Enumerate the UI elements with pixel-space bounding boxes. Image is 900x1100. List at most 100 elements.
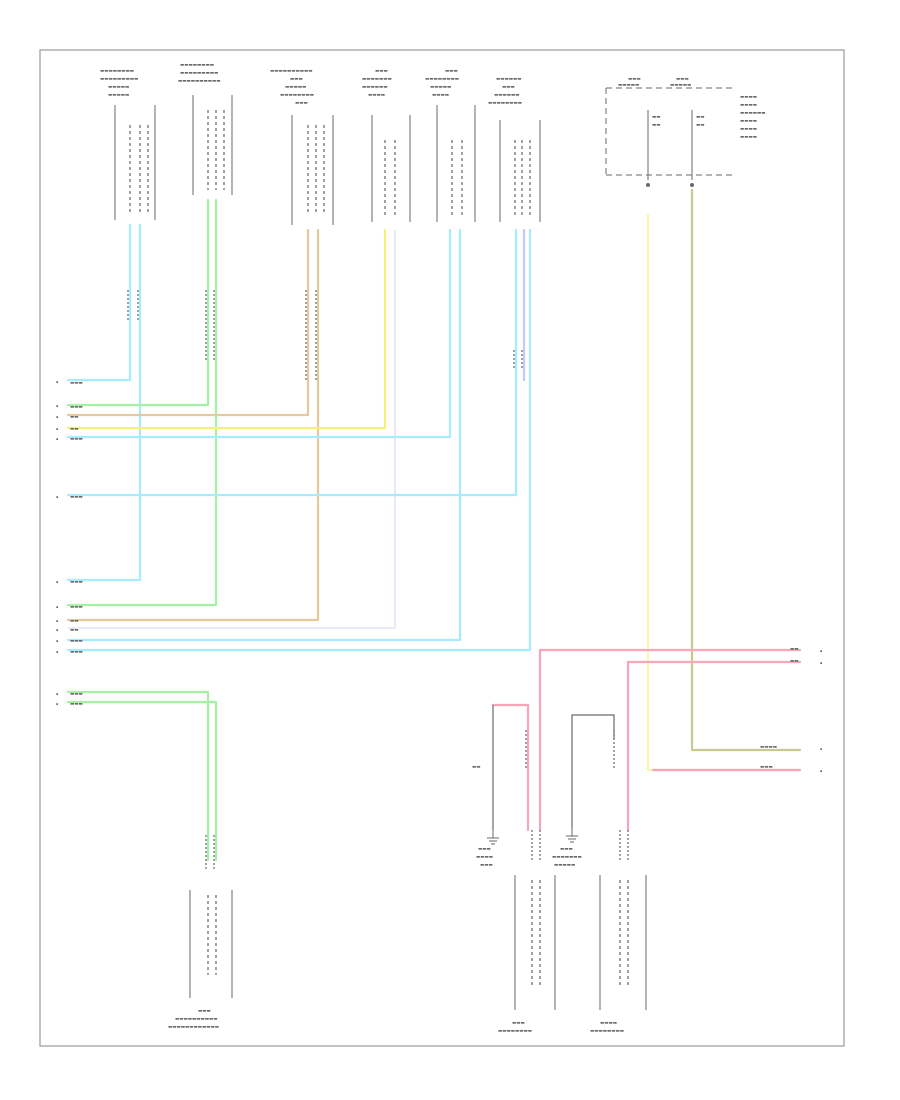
wire-comp2-b <box>66 198 218 607</box>
svg-text:▬▬▬: ▬▬▬ <box>478 847 491 852</box>
wire-dark-loop <box>571 714 615 828</box>
inline-connectors <box>127 290 629 870</box>
svg-text:▬▬▬▬▬▬▬▬: ▬▬▬▬▬▬▬▬ <box>488 101 522 106</box>
svg-text:▬▬▬▬: ▬▬▬▬ <box>740 95 757 100</box>
right-wire-labels: ▬▬ ▪ ▬▬ ▪ ▬▬▬▬ ▪ ▬▬▬ ▪ <box>760 647 823 773</box>
svg-text:▬▬: ▬▬ <box>472 765 481 770</box>
wire-comp6-a <box>66 228 518 497</box>
svg-text:▬▬: ▬▬ <box>790 647 799 652</box>
svg-text:▬▬▬: ▬▬▬ <box>560 847 573 852</box>
svg-text:▬▬▬: ▬▬▬ <box>512 1021 525 1026</box>
component-6: ▬▬▬▬▬▬ ▬▬▬ ▬▬▬▬▬▬ ▬▬▬▬▬▬▬▬ <box>488 77 541 222</box>
svg-text:▬▬▬▬▬▬▬: ▬▬▬▬▬▬▬ <box>362 77 392 82</box>
svg-text:▬▬▬▬: ▬▬▬▬ <box>432 93 449 98</box>
svg-text:▪: ▪ <box>820 747 823 751</box>
wire-pink-a <box>538 648 802 832</box>
svg-text:▪: ▪ <box>56 380 59 384</box>
top-components: ▬▬▬▬▬▬▬▬ ▬▬▬▬▬▬▬▬▬ ▬▬▬▬▬ ▬▬▬▬▬ ▬▬▬▬▬▬▬▬ … <box>100 63 766 225</box>
svg-text:▬▬▬: ▬▬▬ <box>760 765 773 770</box>
svg-text:▬▬▬: ▬▬▬ <box>70 381 83 386</box>
svg-text:▬▬▬▬▬▬▬▬▬: ▬▬▬▬▬▬▬▬▬ <box>100 77 138 82</box>
svg-text:▬▬▬: ▬▬▬ <box>198 1009 211 1014</box>
svg-text:▬▬▬: ▬▬▬ <box>375 69 388 74</box>
svg-text:▬▬▬▬▬▬▬▬▬: ▬▬▬▬▬▬▬▬▬ <box>180 71 218 76</box>
svg-text:▬▬: ▬▬ <box>790 659 799 664</box>
wire-comp4-b <box>68 230 396 629</box>
wire-comp5-b <box>66 228 462 642</box>
svg-text:▪: ▪ <box>56 605 59 609</box>
svg-text:▪: ▪ <box>56 702 59 706</box>
wire-comp4-a <box>66 228 387 430</box>
svg-text:▬▬: ▬▬ <box>70 628 79 633</box>
svg-text:▬▬▬▬▬: ▬▬▬▬▬ <box>618 83 639 88</box>
svg-text:▬▬▬▬: ▬▬▬▬ <box>740 135 757 140</box>
svg-text:▬▬▬▬▬▬: ▬▬▬▬▬▬ <box>494 93 520 98</box>
svg-text:▬▬▬: ▬▬▬ <box>70 437 83 442</box>
svg-text:▬▬▬: ▬▬▬ <box>676 77 689 82</box>
svg-text:▬▬▬▬▬▬▬▬: ▬▬▬▬▬▬▬▬ <box>498 1029 532 1034</box>
svg-text:▪: ▪ <box>56 628 59 632</box>
wire-fuse-b <box>690 188 802 752</box>
svg-text:▪: ▪ <box>820 661 823 665</box>
ground-2: ▬▬▬ ▬▬▬▬▬▬▬ ▬▬▬▬▬ <box>552 828 582 868</box>
svg-text:▬▬▬▬▬▬▬▬▬▬▬▬: ▬▬▬▬▬▬▬▬▬▬▬▬ <box>168 1025 219 1030</box>
wire-comp5-a <box>66 228 452 439</box>
svg-text:▬▬▬▬▬▬▬▬: ▬▬▬▬▬▬▬▬ <box>180 63 214 68</box>
svg-text:▬▬: ▬▬ <box>652 123 661 128</box>
component-7: ▬▬▬ ▬▬▬ ▬▬▬▬▬ ▬▬▬▬▬ ▬▬ ▬▬ ▬▬ ▬▬ ▬▬▬▬ ▬▬▬… <box>605 77 766 187</box>
svg-text:▬▬: ▬▬ <box>696 115 705 120</box>
svg-text:▬▬▬: ▬▬▬ <box>445 69 458 74</box>
svg-text:▬▬▬▬▬▬▬▬: ▬▬▬▬▬▬▬▬ <box>590 1029 624 1034</box>
svg-text:▬▬▬▬▬: ▬▬▬▬▬ <box>108 93 129 98</box>
component-4: ▬▬▬ ▬▬▬▬▬▬▬ ▬▬▬▬▬▬ ▬▬▬▬ <box>362 69 411 222</box>
svg-text:▬▬▬▬▬: ▬▬▬▬▬ <box>108 85 129 90</box>
wire-comp3-a <box>66 228 310 417</box>
svg-text:▬▬: ▬▬ <box>70 427 79 432</box>
svg-text:▪: ▪ <box>820 769 823 773</box>
svg-text:▪: ▪ <box>56 619 59 623</box>
svg-text:▬▬▬: ▬▬▬ <box>70 580 83 585</box>
diagram-frame <box>39 49 845 1047</box>
component-2: ▬▬▬▬▬▬▬▬ ▬▬▬▬▬▬▬▬▬ ▬▬▬▬▬▬▬▬▬▬ <box>178 63 233 195</box>
svg-text:▪: ▪ <box>56 639 59 643</box>
wire-green-pair-a <box>66 690 210 862</box>
svg-text:▬▬▬▬▬▬: ▬▬▬▬▬▬ <box>362 85 388 90</box>
svg-text:▬▬▬: ▬▬▬ <box>480 863 493 868</box>
component-3: ▬▬▬▬▬▬▬▬▬▬ ▬▬▬ ▬▬▬▬▬ ▬▬▬▬▬▬▬▬ ▬▬▬ <box>270 69 334 225</box>
svg-text:▬▬▬: ▬▬▬ <box>70 495 83 500</box>
svg-text:▬▬: ▬▬ <box>696 123 705 128</box>
wires <box>66 188 802 862</box>
ground-1: ▬▬▬ ▬▬▬▬ ▬▬▬ ▬▬ <box>472 765 499 868</box>
component-5: ▬▬▬ ▬▬▬▬▬▬▬▬ ▬▬▬▬▬ ▬▬▬▬ <box>425 69 476 222</box>
svg-text:▬▬▬: ▬▬▬ <box>70 605 83 610</box>
wire-comp3-b <box>66 228 320 622</box>
svg-text:▬▬▬▬▬▬▬▬▬▬: ▬▬▬▬▬▬▬▬▬▬ <box>175 1017 218 1022</box>
svg-text:▪: ▪ <box>56 404 59 408</box>
svg-text:▬▬▬: ▬▬▬ <box>295 101 308 106</box>
svg-text:▬▬▬▬: ▬▬▬▬ <box>476 855 493 860</box>
component-bottom-right: ▬▬▬▬ ▬▬▬▬▬▬▬▬ <box>590 875 647 1034</box>
svg-text:▬▬▬▬: ▬▬▬▬ <box>600 1021 617 1026</box>
wire-comp2-a <box>66 198 210 407</box>
svg-text:▬▬▬▬: ▬▬▬▬ <box>740 103 757 108</box>
svg-text:▬▬▬▬▬: ▬▬▬▬▬ <box>285 85 306 90</box>
svg-text:▪: ▪ <box>56 427 59 431</box>
svg-text:▬▬▬: ▬▬▬ <box>70 650 83 655</box>
svg-text:▪: ▪ <box>56 437 59 441</box>
svg-text:▪: ▪ <box>820 649 823 653</box>
svg-text:▬▬▬▬▬▬: ▬▬▬▬▬▬ <box>740 111 766 116</box>
wire-comp1-a <box>66 223 132 382</box>
svg-text:▬▬▬▬▬▬▬: ▬▬▬▬▬▬▬ <box>552 855 582 860</box>
svg-text:▬▬▬▬▬: ▬▬▬▬▬ <box>670 83 691 88</box>
svg-text:▬▬▬▬: ▬▬▬▬ <box>368 93 385 98</box>
component-bottom-left: ▬▬▬ ▬▬▬▬▬▬▬▬▬▬ ▬▬▬▬▬▬▬▬▬▬▬▬ <box>168 890 233 1030</box>
component-1: ▬▬▬▬▬▬▬▬ ▬▬▬▬▬▬▬▬▬ ▬▬▬▬▬ ▬▬▬▬▬ <box>100 69 156 220</box>
svg-text:▬▬▬: ▬▬▬ <box>628 77 641 82</box>
svg-text:▬▬: ▬▬ <box>70 415 79 420</box>
svg-text:▪: ▪ <box>56 580 59 584</box>
svg-text:▬▬▬▬: ▬▬▬▬ <box>760 745 777 750</box>
svg-text:▬▬▬▬▬▬: ▬▬▬▬▬▬ <box>496 77 522 82</box>
bottom-components: ▬▬▬ ▬▬▬▬▬▬▬▬▬▬ ▬▬▬▬▬▬▬▬▬▬▬▬ ▬▬▬ ▬▬▬▬ ▬▬▬… <box>168 765 647 1034</box>
svg-text:▬▬▬▬▬▬▬▬: ▬▬▬▬▬▬▬▬ <box>100 69 134 74</box>
